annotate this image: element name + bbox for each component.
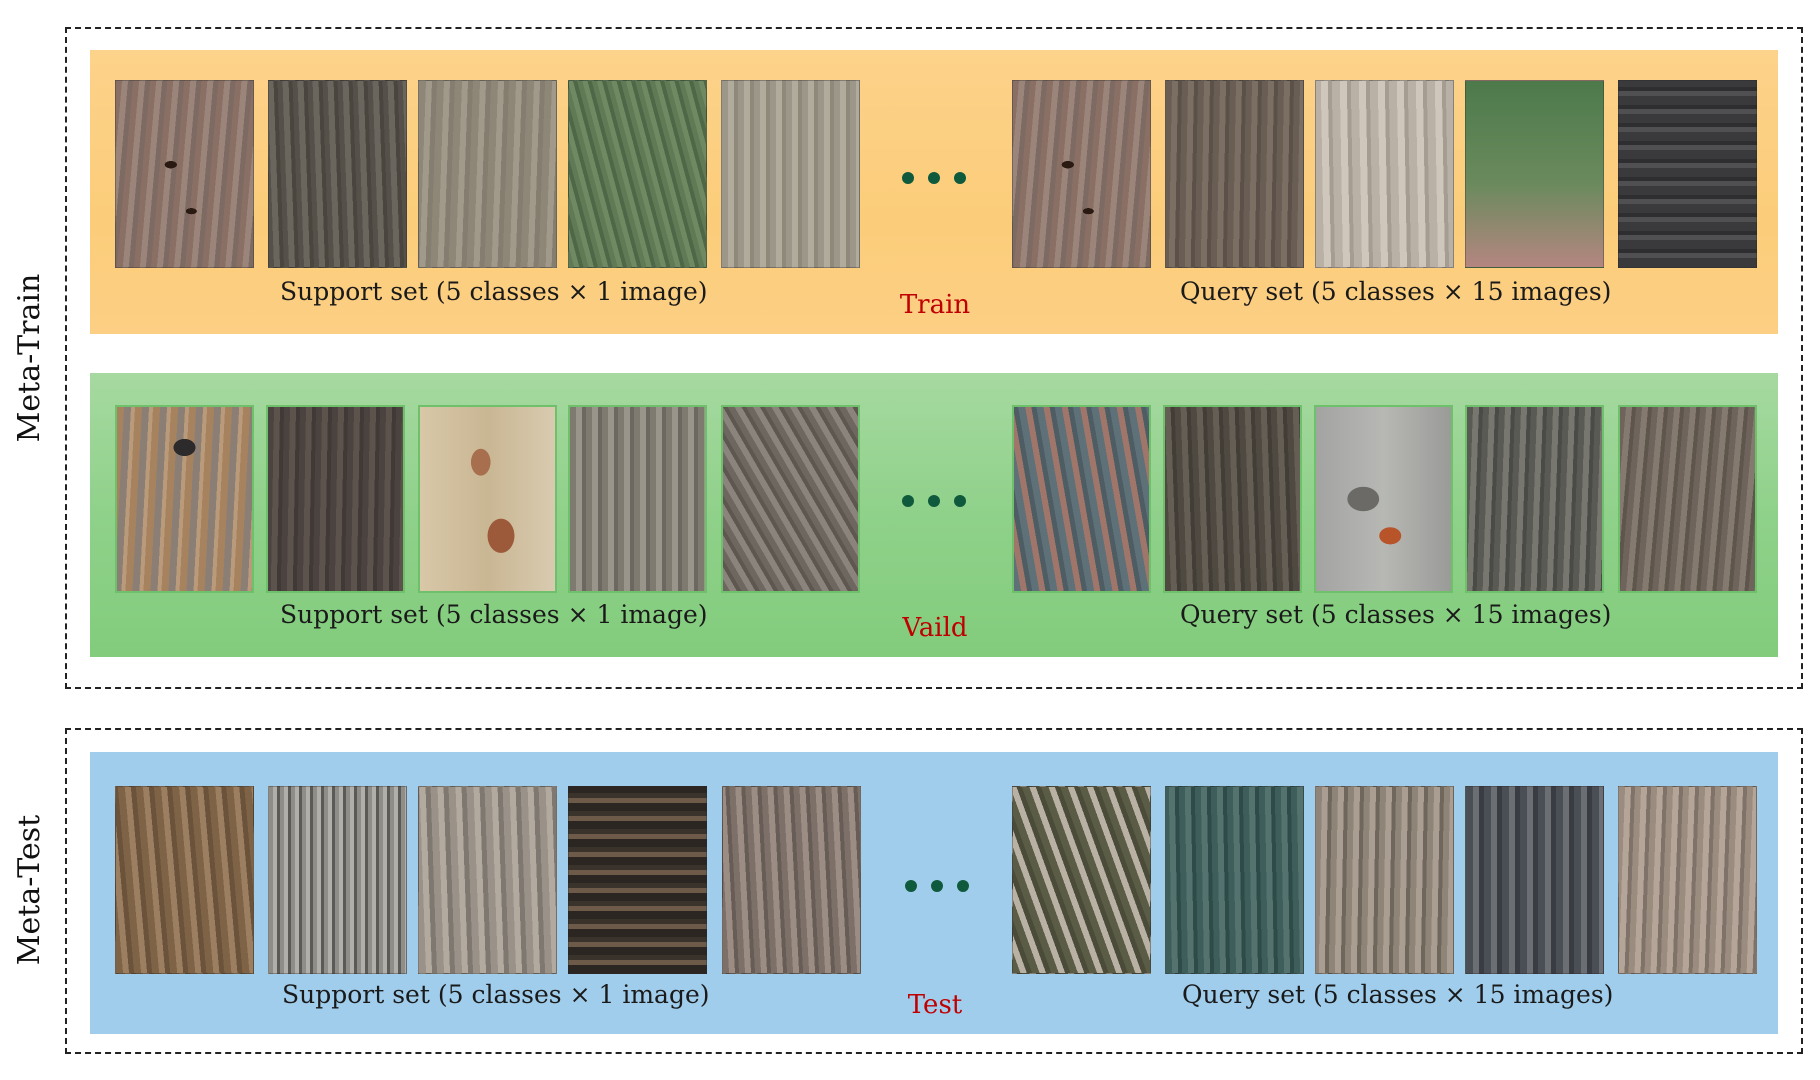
meta-train-label: Meta-Train <box>12 273 47 443</box>
query-image-1 <box>1012 786 1151 974</box>
support-image-3 <box>418 405 557 593</box>
train-band: Support set (5 classes × 1 image) Train … <box>90 50 1778 334</box>
query-image-1 <box>1012 405 1151 593</box>
support-image-1 <box>115 80 254 268</box>
ellipsis-icon <box>905 880 969 892</box>
meta-train-group <box>65 27 1803 689</box>
phase-label-train: Train <box>899 290 971 320</box>
ellipsis-icon <box>902 495 966 507</box>
support-image-1 <box>115 405 254 593</box>
support-image-3 <box>418 80 557 268</box>
query-caption: Query set (5 classes × 15 images) <box>1180 277 1612 306</box>
ellipsis-icon <box>902 172 966 184</box>
query-image-4 <box>1465 80 1604 268</box>
support-image-3 <box>418 786 557 974</box>
valid-band: Support set (5 classes × 1 image) Vaild … <box>90 373 1778 657</box>
query-image-4 <box>1465 786 1604 974</box>
query-image-5 <box>1618 786 1757 974</box>
phase-label-valid: Vaild <box>902 613 968 643</box>
query-image-3 <box>1315 80 1454 268</box>
query-image-2 <box>1165 786 1304 974</box>
query-image-5 <box>1618 80 1757 268</box>
query-image-4 <box>1465 405 1604 593</box>
query-caption: Query set (5 classes × 15 images) <box>1180 600 1612 629</box>
support-image-2 <box>268 786 407 974</box>
phase-label-test: Test <box>907 990 963 1020</box>
meta-test-group <box>65 728 1803 1054</box>
query-image-2 <box>1165 80 1304 268</box>
support-image-2 <box>266 405 405 593</box>
test-band: Support set (5 classes × 1 image) Test Q… <box>90 752 1778 1034</box>
query-image-3 <box>1314 405 1453 593</box>
query-image-3 <box>1315 786 1454 974</box>
support-image-5 <box>721 80 860 268</box>
query-image-5 <box>1618 405 1757 593</box>
query-image-1 <box>1012 80 1151 268</box>
support-image-4 <box>568 80 707 268</box>
support-caption: Support set (5 classes × 1 image) <box>282 980 710 1009</box>
meta-test-label: Meta-Test <box>12 814 47 966</box>
support-image-5 <box>722 786 861 974</box>
support-image-4 <box>568 405 707 593</box>
support-caption: Support set (5 classes × 1 image) <box>280 277 708 306</box>
support-image-4 <box>568 786 707 974</box>
query-caption: Query set (5 classes × 15 images) <box>1182 980 1614 1009</box>
query-image-2 <box>1163 405 1302 593</box>
support-image-5 <box>721 405 860 593</box>
support-image-1 <box>115 786 254 974</box>
support-image-2 <box>268 80 407 268</box>
support-caption: Support set (5 classes × 1 image) <box>280 600 708 629</box>
